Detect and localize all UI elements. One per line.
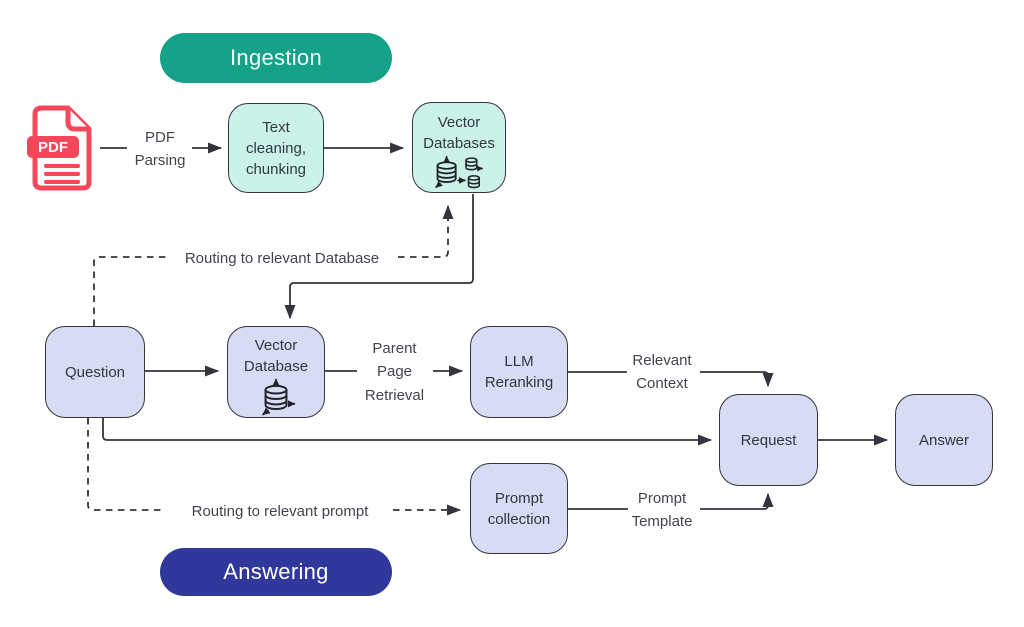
- stage-label-ingestion: Ingestion: [230, 45, 322, 70]
- node-label-vector-databases: Vector Databases: [423, 114, 495, 152]
- pdf-badge: [27, 136, 79, 158]
- node-prompt-collection: Prompt collection: [470, 463, 568, 554]
- node-label-text-cleaning: Text cleaning, chunking: [245, 118, 307, 178]
- edge-label-prompt-template: Prompt Template: [631, 490, 693, 531]
- node-vector-databases: Vector Databases: [412, 102, 506, 193]
- node-label-vector-database: Vector Database: [243, 337, 309, 375]
- stage-label-answering: Answering: [223, 559, 329, 584]
- node-question: Question: [45, 326, 145, 418]
- node-text-cleaning: Text cleaning, chunking: [228, 103, 324, 193]
- pdf-badge-label: PDF: [38, 139, 68, 156]
- dashed-question-to-routing-prompt: [87, 418, 165, 511]
- arrow-question-to-request: [102, 418, 713, 446]
- stage-pill-answering: Answering: [160, 548, 392, 596]
- pdf-file-icon: PDF: [27, 105, 92, 191]
- edge-label-routing-prompt: Routing to relevant prompt: [191, 503, 369, 520]
- node-llm-reranking: LLM Reranking: [470, 326, 568, 418]
- edge-label-relevant-context: Relevant Context: [632, 352, 692, 393]
- dashed-routing-database-to-vector-databases: [398, 204, 454, 258]
- databases-cluster-icon: [435, 155, 484, 189]
- node-request: Request: [719, 394, 818, 486]
- node-answer: Answer: [895, 394, 993, 486]
- dashed-question-to-routing-database: [93, 256, 167, 326]
- node-vector-database: Vector Database: [227, 326, 325, 418]
- node-label-answer: Answer: [918, 431, 970, 449]
- node-label-request: Request: [740, 431, 797, 449]
- database-icon: [262, 378, 296, 416]
- stage-pill-ingestion: Ingestion: [160, 33, 392, 83]
- edge-label-pdf-parsing: PDF Parsing: [134, 129, 186, 170]
- node-label-llm-reranking: LLM Reranking: [484, 353, 554, 391]
- edge-label-routing-database: Routing to relevant Database: [184, 250, 380, 267]
- node-label-question: Question: [64, 363, 126, 381]
- edge-label-parent-page-retrieval: Parent Page Retrieval: [364, 340, 425, 404]
- node-label-prompt-collection: Prompt collection: [487, 489, 551, 528]
